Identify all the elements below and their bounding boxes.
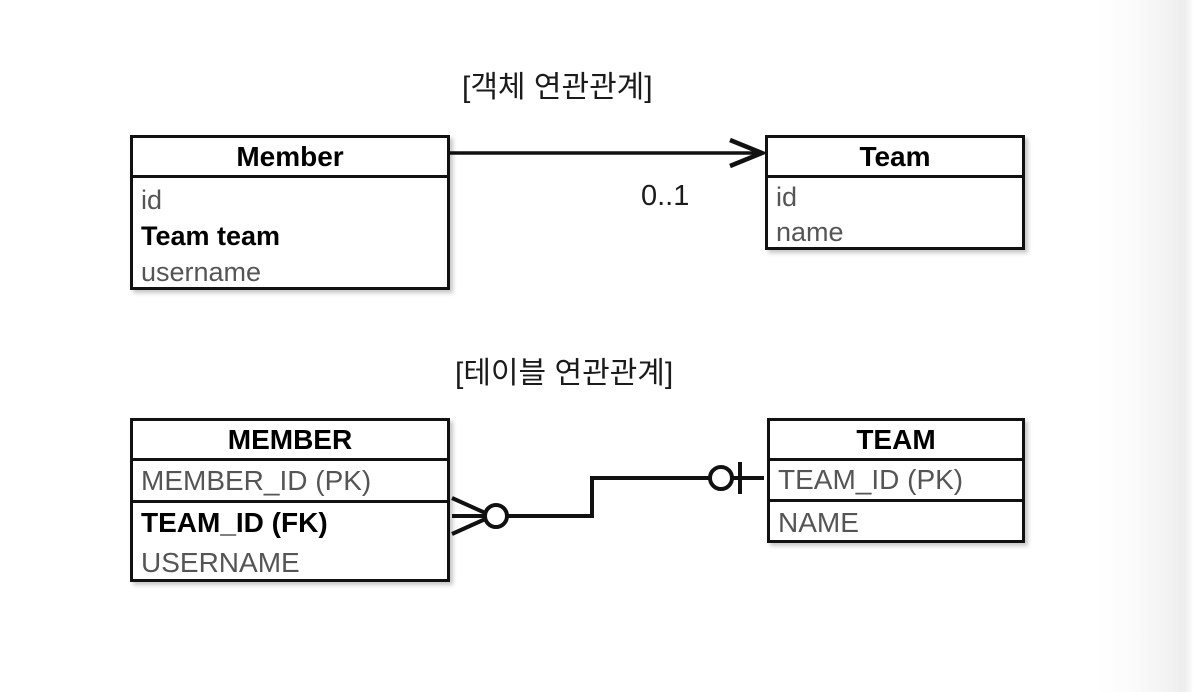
relationship-line [507,476,709,518]
table-relationship-connector [451,462,764,536]
slide-edge-shadow [1098,0,1194,692]
crows-foot-icon [451,496,493,536]
member-column-username: USERNAME [141,547,300,578]
team-field-id: id [776,182,798,212]
member-table-box[interactable]: MEMBER MEMBER_ID (PK) TEAM_ID (FK) USERN… [130,418,450,582]
member-class-fields: id Team team username [133,178,447,290]
team-column-team-id: TEAM_ID (PK) [770,461,1022,502]
association-multiplicity-label: 0..1 [641,180,690,212]
table-association-title: [테이블 연관관계] [455,357,674,390]
team-field-name: name [776,217,844,247]
member-table-columns: MEMBER_ID (PK) TEAM_ID (FK) USERNAME [133,461,447,582]
member-class-box[interactable]: Member id Team team username [130,135,450,290]
object-association-title: [객체 연관관계] [462,71,653,104]
team-class-box[interactable]: Team id name [765,135,1025,250]
team-class-header: Team [768,138,1022,178]
member-field-username: username [141,256,262,287]
member-table-header: MEMBER [133,421,447,461]
team-class-fields: id name [768,178,1022,250]
team-table-columns: TEAM_ID (PK) NAME [770,461,1022,543]
member-column-team-id: TEAM_ID (FK) [141,507,328,538]
team-table-header: TEAM [770,421,1022,461]
association-arrowhead-icon [729,137,768,169]
object-association-connector [450,137,768,169]
team-table-box[interactable]: TEAM TEAM_ID (PK) NAME [767,418,1025,543]
member-class-header: Member [133,138,447,178]
team-column-name: NAME [778,506,859,538]
member-field-team: Team team [141,220,281,251]
member-column-member-id: MEMBER_ID (PK) [133,461,447,503]
zero-circle-member-side-icon [483,503,509,529]
zero-circle-team-side-icon [708,465,734,491]
member-field-id: id [141,184,163,215]
